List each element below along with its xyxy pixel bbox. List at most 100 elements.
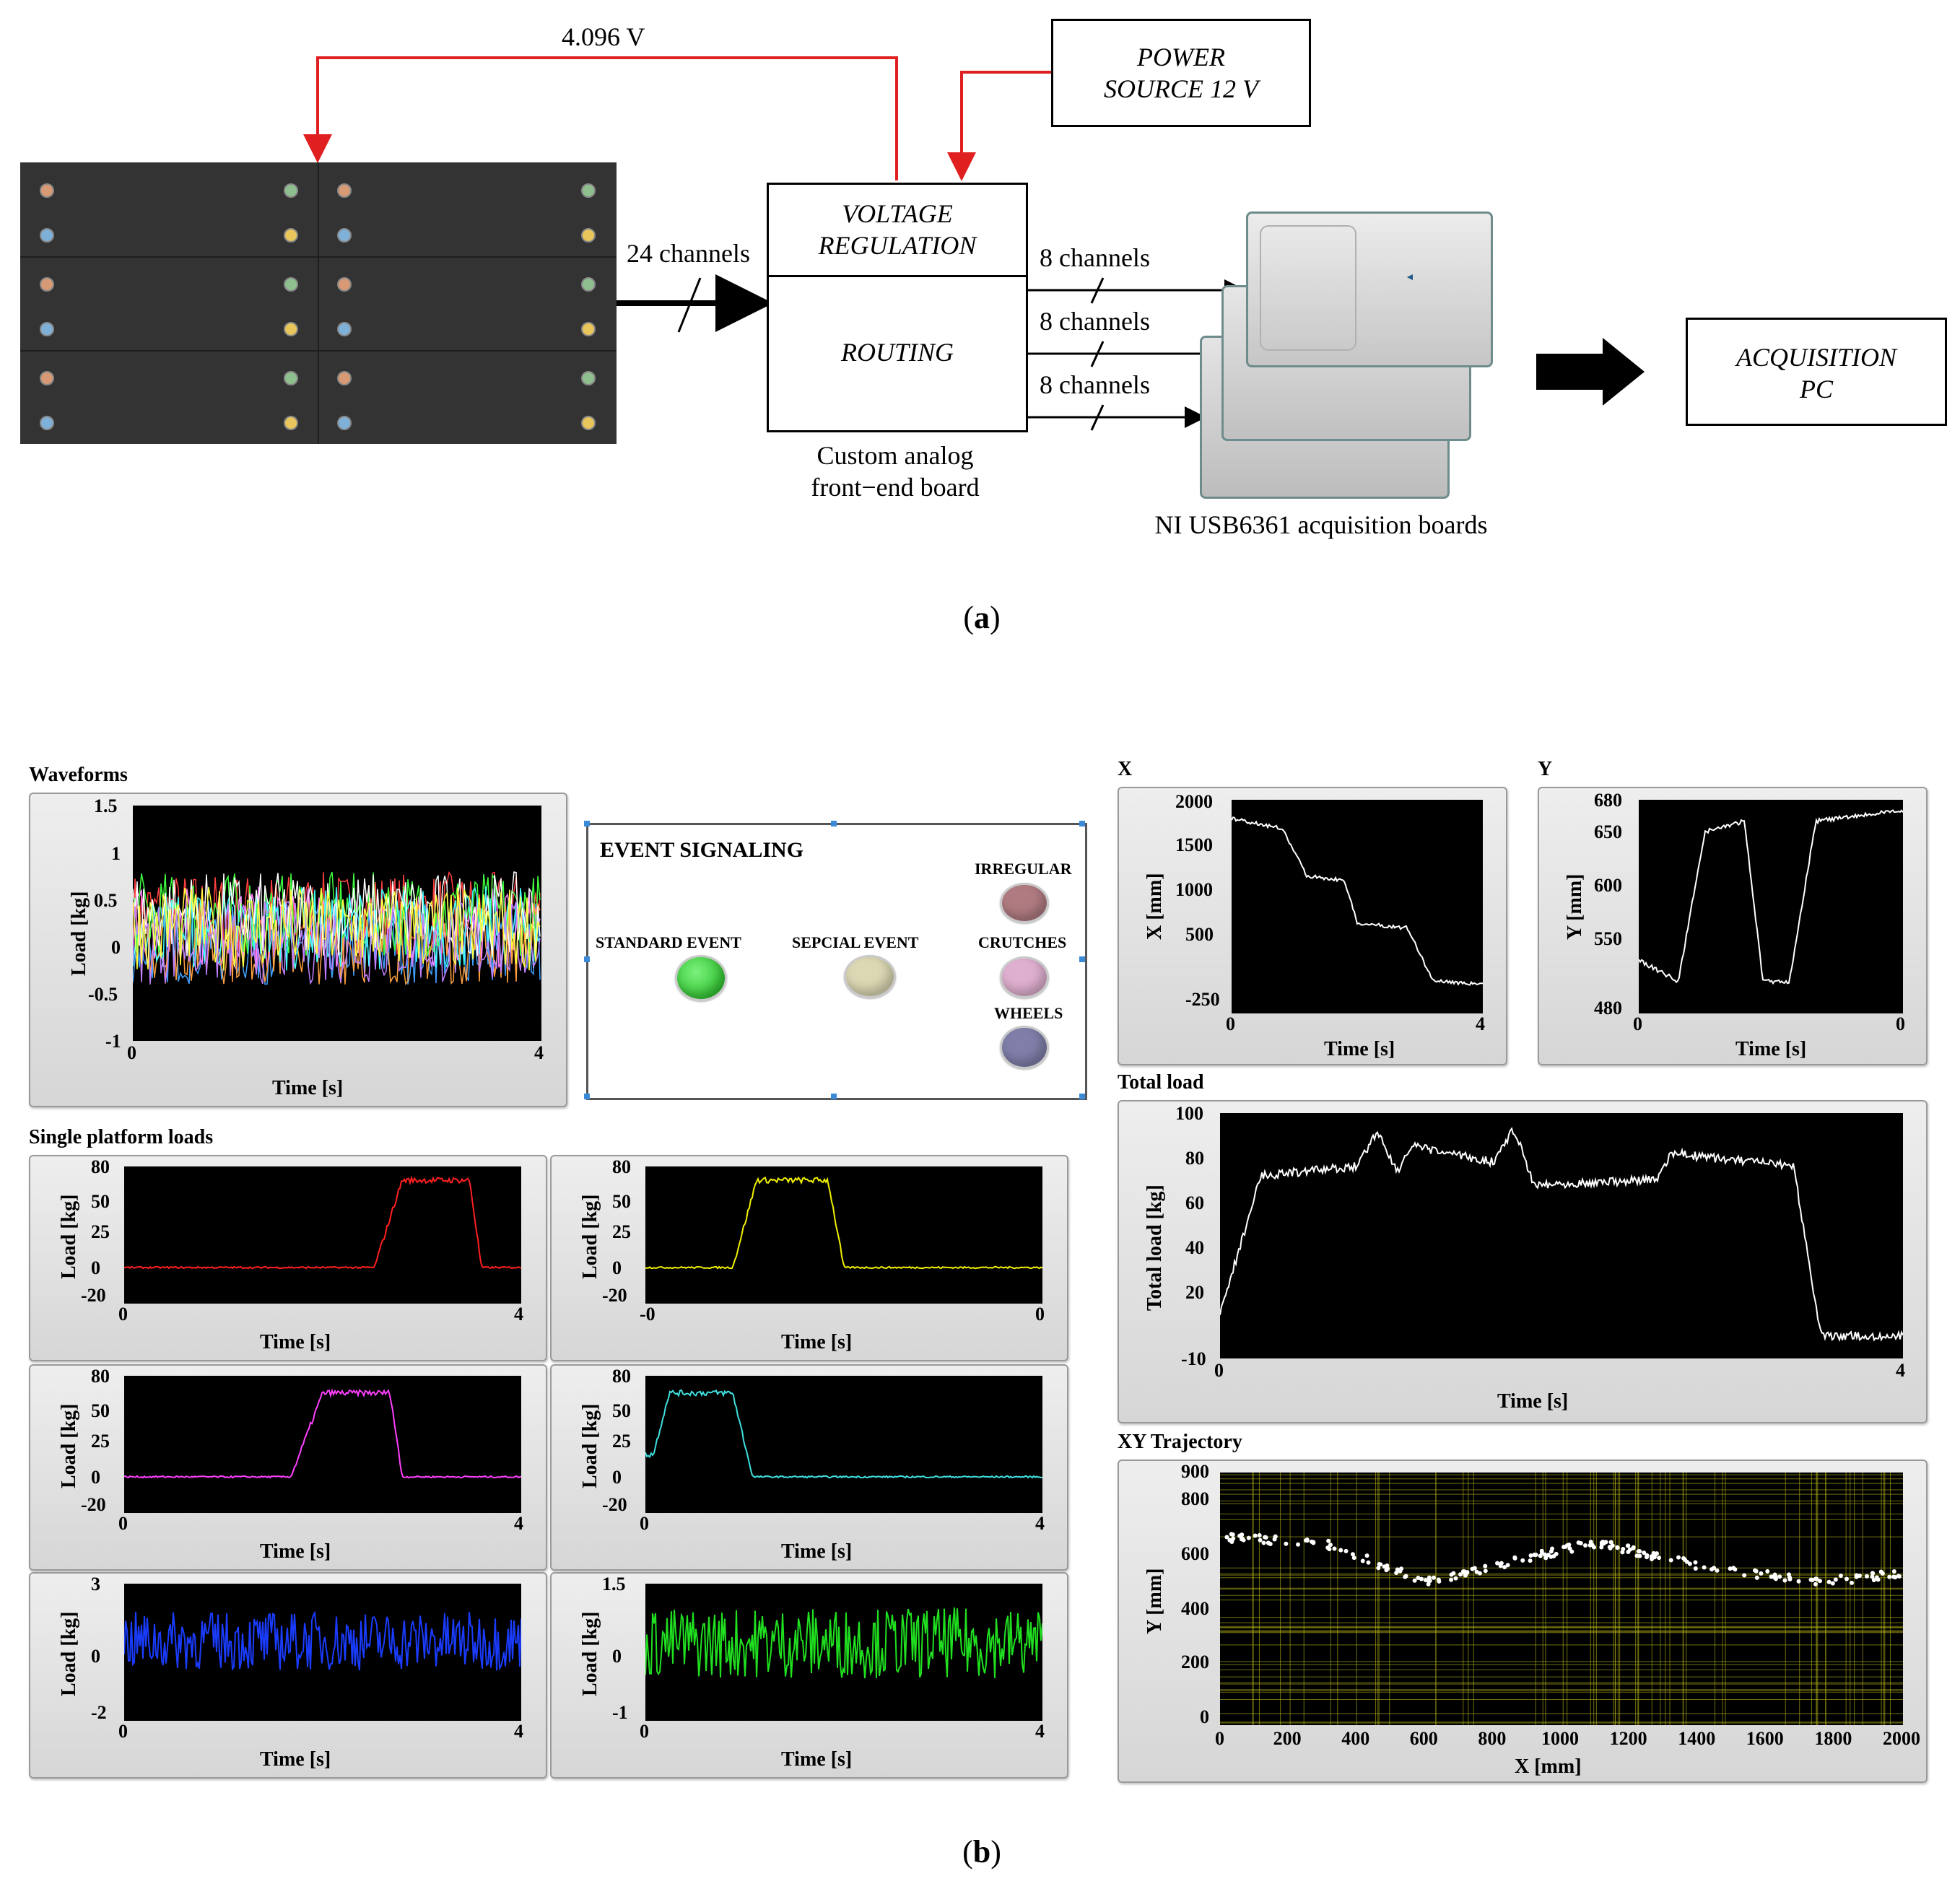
standard-event-label: STANDARD EVENT [596, 933, 741, 951]
trajectory-point [1453, 1576, 1458, 1581]
xy-ytick: 600 [1181, 1543, 1209, 1564]
trajectory-point [1715, 1568, 1720, 1573]
trajectory-point [1449, 1572, 1454, 1577]
sp-xtick: 4 [514, 1304, 523, 1325]
sp-ytick: -20 [81, 1285, 106, 1306]
sp-ytick: 80 [91, 1156, 110, 1177]
sp-ylabel: Load [kg] [58, 1403, 80, 1488]
platform-connector-icon [284, 322, 298, 336]
sp-ytick: 50 [612, 1400, 631, 1421]
platform-connector-icon [337, 228, 352, 243]
trajectory-point [1742, 1573, 1747, 1578]
trajectory-point [1712, 1566, 1717, 1571]
single-platform-title: Single platform loads [29, 1126, 214, 1148]
trajectory-point [1592, 1545, 1597, 1550]
sp-ytick: 25 [612, 1221, 631, 1242]
trajectory-point [1870, 1574, 1875, 1579]
trajectory-point [1350, 1552, 1355, 1557]
trajectory-point [1237, 1533, 1242, 1538]
trajectory-point [1229, 1532, 1234, 1537]
trajectory-point [1627, 1547, 1632, 1552]
xy-xtick: 2000 [1883, 1728, 1920, 1749]
platform-connector-icon [337, 183, 352, 198]
y-ytick-3: 550 [1594, 928, 1622, 949]
trajectory-point [1564, 1543, 1569, 1548]
platform-connector-icon [40, 371, 54, 385]
sp-ylabel: Load [kg] [579, 1403, 601, 1488]
xy-xtick: 0 [1215, 1728, 1224, 1749]
xy-ytick: 900 [1181, 1461, 1209, 1482]
trajectory-point [1505, 1563, 1510, 1568]
trajectory-point [1465, 1570, 1470, 1575]
sp-ytick: -20 [602, 1494, 627, 1515]
trajectory-point [1376, 1566, 1381, 1571]
sp-xlabel: Time [s] [260, 1748, 331, 1771]
power-source-line1: POWER [1137, 43, 1225, 71]
trajectory-point [1539, 1548, 1544, 1553]
acquisition-pc-line1: ACQUISITION [1736, 343, 1896, 372]
wf-ytick-0: 1.5 [94, 795, 118, 816]
trajectory-point [1774, 1576, 1779, 1582]
xy-ytick: 200 [1181, 1652, 1209, 1672]
trajectory-point [1608, 1545, 1613, 1550]
tl-ytick-5: -10 [1181, 1348, 1206, 1369]
trajectory-point [1512, 1555, 1517, 1560]
trajectory-point [1502, 1565, 1507, 1570]
single-platform-plot-area [123, 1376, 522, 1513]
sp-xtick: 0 [1035, 1304, 1045, 1325]
sp-ytick: 0 [612, 1467, 622, 1488]
trajectory-point [1693, 1566, 1698, 1571]
y-xtick-0: 0 [1633, 1013, 1642, 1034]
trajectory-point [1645, 1553, 1650, 1558]
ni-acquisition-boards: ▼ [1191, 206, 1502, 499]
platform-connector-icon [284, 228, 298, 243]
trajectory-point [1777, 1574, 1782, 1579]
platform-connector-icon [581, 228, 596, 243]
trajectory-point [1657, 1556, 1662, 1561]
trajectory-point [1814, 1576, 1819, 1582]
trajectory-point [1364, 1553, 1369, 1558]
y-ytick-2: 600 [1594, 875, 1622, 896]
trajectory-point [1528, 1558, 1533, 1563]
voltage-regulation-line2: REGULATION [818, 231, 977, 260]
trajectory-point [1754, 1569, 1759, 1574]
trajectory-point [1754, 1575, 1759, 1580]
tl-xlabel: Time [s] [1497, 1390, 1569, 1413]
trajectory-point [1326, 1538, 1331, 1543]
platform-connector-icon [284, 371, 298, 385]
y-ylabel: Y [mm] [1564, 873, 1586, 940]
platform-connector-icon [337, 416, 352, 430]
xy-xtick: 800 [1478, 1728, 1507, 1749]
single-platform-plot-area [645, 1166, 1043, 1304]
y-xlabel: Time [s] [1735, 1038, 1807, 1060]
sp-xtick: 0 [118, 1721, 128, 1742]
platform-connector-icon [581, 371, 596, 385]
trajectory-point [1582, 1543, 1587, 1548]
x-position-line [1231, 816, 1484, 986]
sp-ytick: 0 [91, 1257, 100, 1278]
waveform-line [132, 886, 541, 971]
out-channels-label-1: 8 channels [1040, 243, 1150, 272]
trajectory-point [1268, 1541, 1273, 1546]
sp-ytick: 50 [612, 1191, 631, 1212]
xy-xtick: 200 [1273, 1728, 1302, 1749]
trajectory-point [1449, 1577, 1454, 1582]
trajectory-point [1621, 1547, 1626, 1552]
wf-ytick-4: -0.5 [88, 984, 118, 1005]
trajectory-point [1257, 1532, 1262, 1537]
trajectory-point [1261, 1540, 1266, 1545]
wf-ytick-1: 1 [111, 843, 121, 864]
sp-ytick: -2 [91, 1702, 107, 1723]
sp-ylabel: Load [kg] [579, 1611, 601, 1696]
trajectory-point [1463, 1573, 1468, 1578]
front-end-board: VOLTAGE REGULATION ROUTING [767, 183, 1028, 432]
out-channels-label-3: 8 channels [1040, 370, 1150, 399]
total-load-area [1219, 1113, 1904, 1358]
wheels-label: WHEELS [994, 1004, 1063, 1022]
xy-xtick: 1200 [1609, 1728, 1647, 1749]
sp-xtick: 4 [514, 1513, 523, 1534]
trajectory-point [1399, 1566, 1404, 1571]
trajectory-point [1567, 1546, 1572, 1551]
tl-ytick-3: 40 [1185, 1237, 1204, 1258]
trajectory-point [1826, 1579, 1831, 1584]
